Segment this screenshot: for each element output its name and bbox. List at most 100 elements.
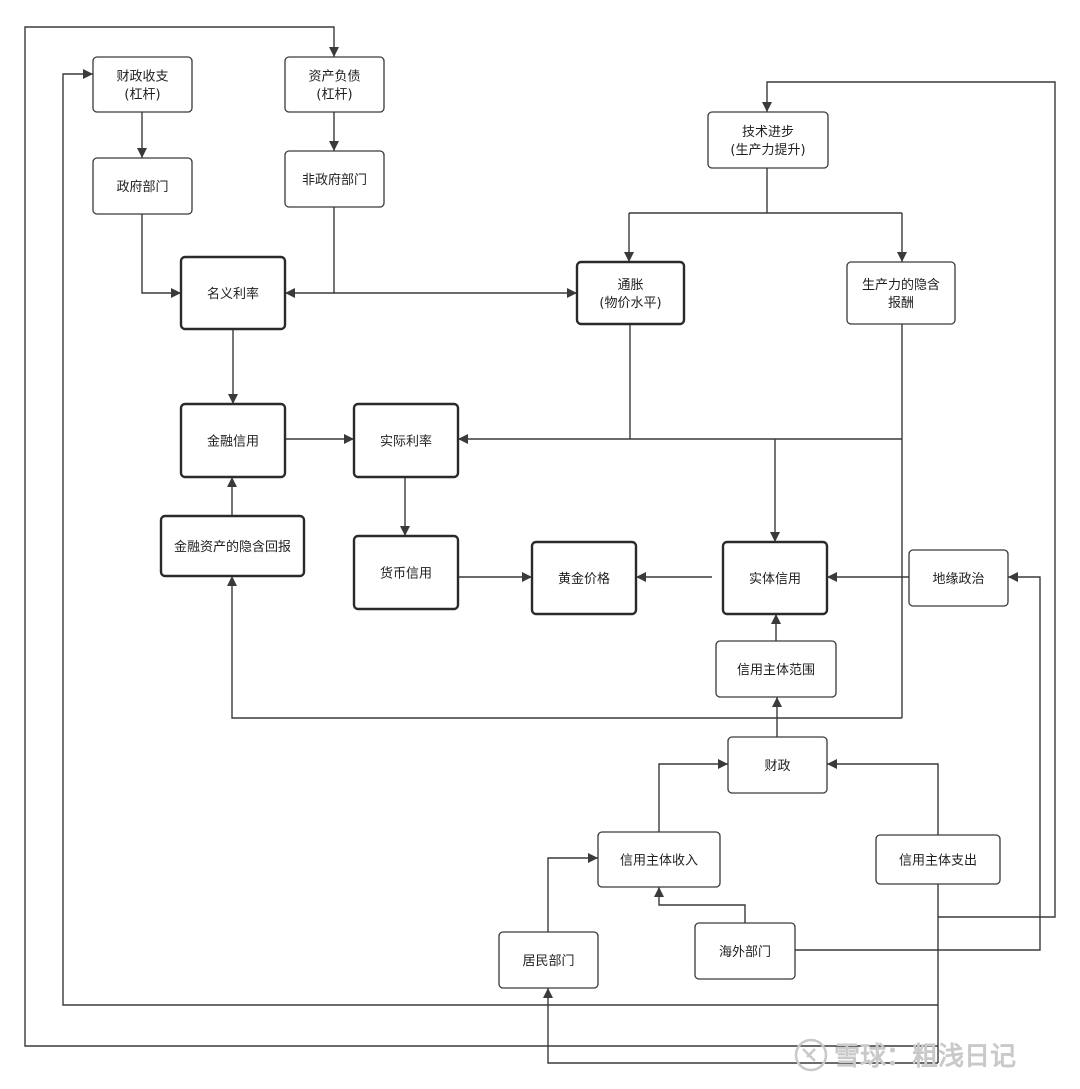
node-label: 金融资产的隐含回报: [174, 539, 291, 555]
node-label: 实际利率: [380, 434, 432, 450]
edge-expense-to-fiscal: [827, 763, 939, 835]
arrowhead-icon: [458, 434, 468, 444]
arrowhead-icon: [1008, 572, 1018, 582]
node-label: 政府部门: [116, 180, 168, 195]
node-box: [352, 402, 460, 479]
edge-nongov-to-nominal: [285, 207, 335, 294]
arrowhead-icon: [329, 47, 339, 57]
node-label: 实体信用: [749, 572, 801, 587]
node-monetary-credit: 货币信用: [352, 534, 460, 611]
arrowhead-icon: [567, 288, 577, 298]
node-box: [727, 736, 828, 794]
arrowhead-icon: [228, 394, 238, 404]
node-label: 居民部门: [522, 954, 574, 969]
node-box: [179, 255, 287, 331]
node-box: [575, 260, 686, 326]
node-gov-sector: 政府部门: [92, 157, 193, 215]
node-gold-price: 黄金价格: [530, 540, 638, 616]
arrowhead-icon: [329, 141, 339, 151]
arrowhead-icon: [344, 434, 354, 444]
node-label: 地缘政治: [932, 572, 984, 587]
node-label: 生产力的隐含: [862, 277, 940, 293]
node-real-credit: 实体信用: [721, 540, 829, 616]
node-box: [846, 261, 956, 325]
node-label: (物价水平): [599, 296, 661, 311]
edge-to-balance-sheet: [24, 26, 938, 1047]
node-label: (杠杆): [316, 87, 352, 103]
node-label: 财政收支: [116, 70, 168, 85]
node-nominal-rate: 名义利率: [179, 255, 287, 331]
node-label: (生产力提升): [730, 142, 805, 158]
node-inflation: 通胀 (物价水平): [575, 260, 686, 326]
arrowhead-icon: [83, 69, 93, 79]
node-box: [159, 514, 306, 578]
arrowhead-icon: [897, 252, 907, 262]
edge-to-tech: [766, 81, 1056, 918]
arrowhead-icon: [636, 572, 646, 582]
node-label: 报酬: [888, 296, 914, 311]
node-box: [721, 540, 829, 616]
node-label: 通胀: [617, 278, 643, 293]
node-tech-progress: 技术进步 (生产力提升): [707, 111, 829, 169]
arrowhead-icon: [227, 477, 237, 487]
node-label: 非政府部门: [302, 173, 367, 188]
node-label: (杠杆): [124, 87, 160, 103]
node-box: [875, 834, 1001, 885]
edge-gov-to-nominal: [141, 214, 181, 294]
arrow-layer: [83, 47, 1018, 998]
edge-household-to-income: [547, 857, 598, 932]
arrowhead-icon: [718, 759, 728, 769]
node-box: [597, 831, 721, 888]
arrowhead-icon: [588, 853, 598, 863]
node-label: 黄金价格: [558, 571, 610, 587]
node-label: 资产负债: [308, 70, 360, 85]
node-box: [694, 922, 796, 980]
node-credit-scope: 信用主体范围: [715, 640, 837, 698]
arrowhead-icon: [771, 614, 781, 624]
arrowhead-icon: [772, 697, 782, 707]
node-label: 信用主体范围: [737, 663, 815, 678]
node-box: [707, 111, 829, 169]
edge-income-to-fiscal: [658, 763, 728, 832]
node-label: 金融信用: [207, 434, 259, 450]
node-fiscal-balance: 财政收支 (杠杆): [92, 56, 193, 113]
arrowhead-icon: [624, 252, 634, 262]
arrowhead-icon: [400, 526, 410, 536]
snowball-logo-icon: [794, 1038, 828, 1072]
arrowhead-icon: [762, 102, 772, 112]
arrowhead-icon: [227, 576, 237, 586]
arrowhead-icon: [522, 572, 532, 582]
node-label: 名义利率: [207, 286, 259, 302]
arrowhead-icon: [543, 988, 553, 998]
node-label: 海外部门: [719, 945, 771, 960]
node-label: 信用主体收入: [620, 854, 698, 869]
node-box: [530, 540, 638, 616]
node-overseas: 海外部门: [694, 922, 796, 980]
node-real-rate: 实际利率: [352, 402, 460, 479]
edge-to-fiscal-balance: [62, 73, 938, 1006]
node-label: 信用主体支出: [899, 854, 977, 869]
watermark: 雪球：粗浅日记: [794, 1038, 1016, 1072]
node-box: [92, 56, 193, 113]
node-label: 货币信用: [380, 566, 432, 582]
node-box: [715, 640, 837, 698]
node-box: [92, 157, 193, 215]
edge-to-household: [547, 988, 938, 1064]
arrowhead-icon: [827, 759, 837, 769]
node-label: 技术进步: [742, 125, 794, 140]
node-box: [908, 549, 1009, 607]
node-financial-credit: 金融信用: [179, 402, 287, 479]
arrowhead-icon: [827, 572, 837, 582]
watermark-text: 雪球：粗浅日记: [834, 1042, 1016, 1072]
node-box: [498, 931, 599, 989]
node-balance-sheet: 资产负债 (杠杆): [284, 56, 385, 113]
node-credit-income: 信用主体收入: [597, 831, 721, 888]
edge-overseas-to-geo: [795, 576, 1041, 951]
node-fiscal: 财政: [727, 736, 828, 794]
arrowhead-icon: [770, 532, 780, 542]
node-box: [284, 56, 385, 113]
arrowhead-icon: [171, 288, 181, 298]
